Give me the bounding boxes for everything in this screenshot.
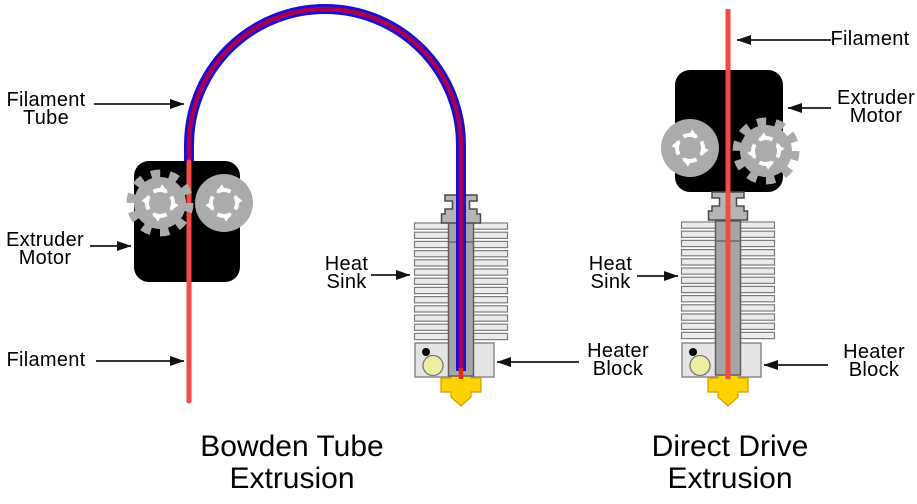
label-heater-block-direct-line1: Heater xyxy=(843,341,905,363)
label-extruder-motor-bowden: Extruder Motor xyxy=(0,229,90,269)
label-heat-sink-direct-line1: Heat xyxy=(588,253,633,275)
direct-drive-assembly xyxy=(661,9,796,407)
label-heater-block-bowden-line2: Block xyxy=(592,358,644,380)
title-bowden: Bowden Tube Extrusion xyxy=(176,431,408,494)
title-bowden-line1: Bowden Tube xyxy=(200,430,384,463)
label-filament-direct: Filament xyxy=(827,28,913,50)
label-filament-tube-line2: Tube xyxy=(22,107,70,129)
label-heat-sink-bowden-line2: Sink xyxy=(326,271,367,293)
label-heat-sink-bowden: Heat Sink xyxy=(318,253,375,293)
label-filament-tube-line1: Filament xyxy=(6,89,86,111)
title-bowden-line2: Extrusion xyxy=(229,461,355,495)
label-heater-block-bowden: Heater Block xyxy=(580,340,656,380)
title-direct-drive: Direct Drive Extrusion xyxy=(614,431,846,494)
label-extruder-motor-direct-line2: Motor xyxy=(849,105,903,127)
label-extruder-motor-direct-line1: Extruder xyxy=(837,87,915,109)
label-heat-sink-direct: Heat Sink xyxy=(582,253,639,293)
idler-roller-icon xyxy=(661,119,719,177)
filament-inside-tube xyxy=(186,6,464,371)
label-filament-bowden-text: Filament xyxy=(6,349,86,371)
idler-roller-icon xyxy=(195,174,253,232)
label-extruder-motor-bowden-line1: Extruder xyxy=(6,229,84,251)
label-heat-sink-direct-line2: Sink xyxy=(590,271,631,293)
label-filament-tube: Filament Tube xyxy=(0,89,92,129)
title-direct-drive-line1: Direct Drive xyxy=(651,430,809,463)
label-heater-block-direct-line2: Block xyxy=(848,359,900,381)
label-heater-block-direct: Heater Block xyxy=(836,341,912,381)
label-filament-direct-text: Filament xyxy=(830,28,910,50)
label-extruder-motor-bowden-line2: Motor xyxy=(18,247,72,269)
title-direct-drive-line2: Extrusion xyxy=(667,461,793,495)
label-filament-bowden: Filament xyxy=(0,349,92,371)
label-extruder-motor-direct: Extruder Motor xyxy=(833,87,917,127)
label-heater-block-bowden-line1: Heater xyxy=(587,340,649,362)
label-heat-sink-bowden-line1: Heat xyxy=(324,253,369,275)
annotation-arrows xyxy=(90,35,831,370)
bowden-assembly xyxy=(131,4,509,407)
